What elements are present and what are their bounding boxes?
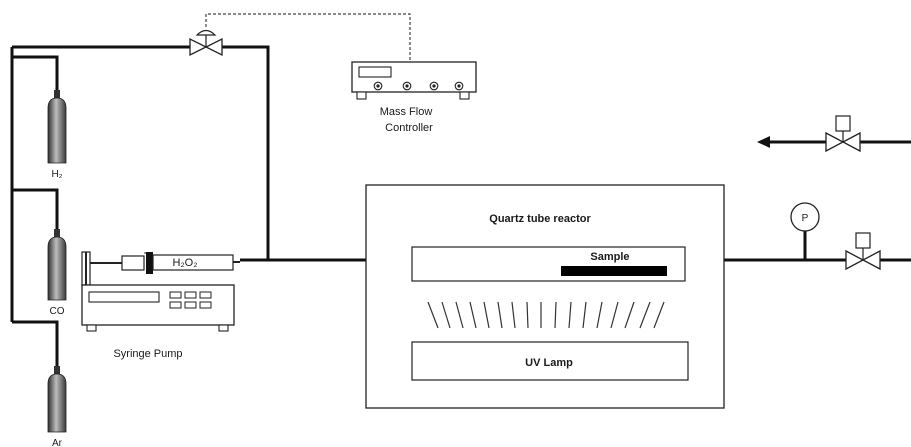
syringe-pump <box>81 251 240 332</box>
reactor-title: Quartz tube reactor <box>489 213 591 225</box>
uv-lamp-label: UV Lamp <box>525 357 573 369</box>
ar-cylinder <box>47 366 67 433</box>
top-valve <box>189 29 223 57</box>
ar-label: Ar <box>52 438 63 447</box>
quartz-tube-reactor <box>365 184 725 409</box>
co-cylinder <box>47 229 67 301</box>
mfc-label-line2: Controller <box>385 122 433 134</box>
syringe-pump-label: Syringe Pump <box>113 348 182 360</box>
co-label: CO <box>50 306 65 317</box>
h2-label: H₂ <box>51 169 62 180</box>
mass-flow-controller <box>351 61 477 100</box>
pressure-gauge <box>790 202 820 232</box>
h2o2-label: H₂O₂ <box>172 257 197 269</box>
pressure-gauge-label: P <box>802 213 809 224</box>
vent-valve <box>825 115 861 153</box>
control-signal-line <box>205 13 411 62</box>
uv-rays <box>427 301 665 329</box>
sample-label: Sample <box>590 251 629 263</box>
h2-cylinder <box>47 90 67 164</box>
gas-supply-piping <box>10 45 911 370</box>
flow-direction-arrow <box>757 136 770 148</box>
mfc-label-line1: Mass Flow <box>380 106 433 118</box>
sample-bar <box>561 266 667 276</box>
outlet-valve <box>845 232 881 271</box>
